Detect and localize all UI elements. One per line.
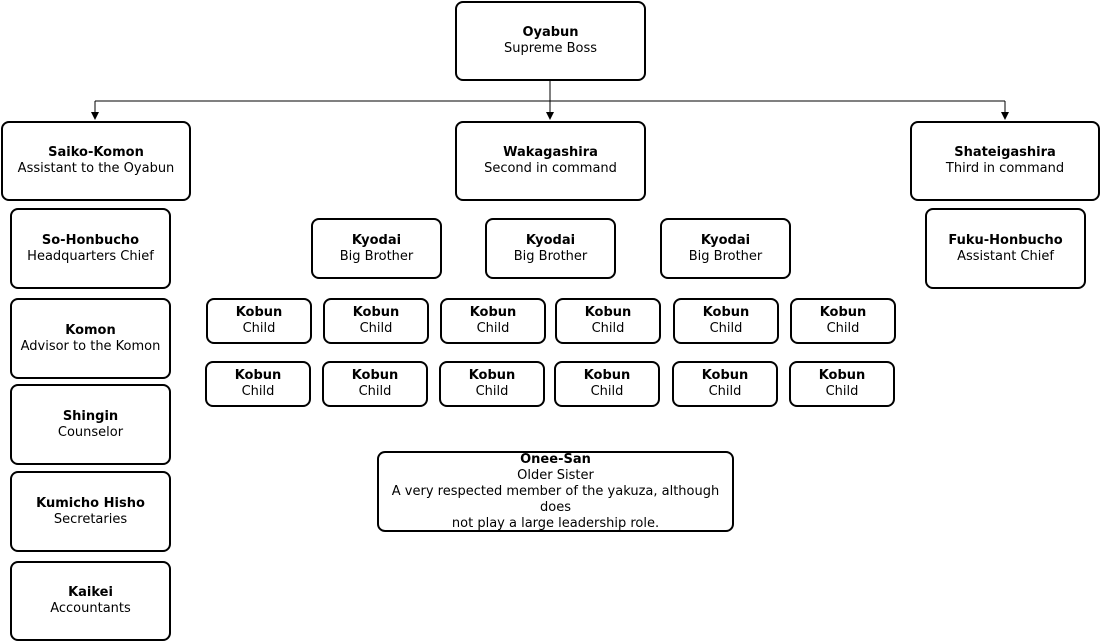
node-title: Kyodai (700, 232, 751, 248)
node-kyodai: Kyodai Big Brother (311, 218, 442, 279)
node-saiko-komon: Saiko-Komon Assistant to the Oyabun (1, 121, 191, 201)
node-title: Shingin (62, 408, 119, 424)
node-title: Saiko-Komon (48, 145, 144, 160)
node-subtitle: Headquarters Chief (27, 248, 154, 264)
node-subtitle: Child (825, 384, 859, 399)
node-kobun: Kobun Child (323, 298, 429, 344)
node-kobun: Kobun Child (322, 361, 428, 407)
node-shateigashira: Shateigashira Third in command (910, 121, 1100, 201)
node-subtitle: Big Brother (688, 248, 763, 264)
node-subtitle: Big Brother (339, 248, 414, 264)
node-subtitle: Assistant Chief (957, 248, 1054, 264)
node-subtitle: Accountants (50, 601, 131, 616)
node-title: Kobun (352, 305, 400, 320)
node-kobun: Kobun Child (790, 298, 896, 344)
node-fuku-honbucho: Fuku-Honbucho Assistant Chief (925, 208, 1086, 289)
node-kumicho-hisho: Kumicho Hisho Secretaries (10, 471, 171, 552)
node-subtitle: Child (708, 384, 742, 399)
node-kobun: Kobun Child (440, 298, 546, 344)
node-subtitle: Child (591, 321, 625, 336)
node-title: Kobun (584, 305, 632, 320)
node-title: Kyodai (525, 232, 576, 248)
node-note-line: A very respected member of the yakuza, a… (391, 483, 720, 515)
node-oyabun: Oyabun Supreme Boss (455, 1, 646, 81)
node-title: Kobun (351, 368, 399, 383)
node-subtitle: Older Sister (517, 467, 594, 483)
node-subtitle: Advisor to the Komon (20, 338, 161, 354)
node-kyodai: Kyodai Big Brother (485, 218, 616, 279)
node-subtitle: Supreme Boss (503, 41, 597, 56)
node-wakagashira: Wakagashira Second in command (455, 121, 646, 201)
node-title: Kobun (234, 368, 282, 383)
node-kobun: Kobun Child (555, 298, 661, 344)
node-kobun: Kobun Child (789, 361, 895, 407)
node-title: Kobun (583, 368, 631, 383)
node-subtitle: Child (590, 384, 624, 399)
node-subtitle: Child (826, 321, 860, 336)
node-kobun: Kobun Child (439, 361, 545, 407)
node-title: Fuku-Honbucho (948, 232, 1063, 248)
node-so-honbucho: So-Honbucho Headquarters Chief (10, 208, 171, 289)
node-kobun: Kobun Child (206, 298, 312, 344)
node-kyodai: Kyodai Big Brother (660, 218, 791, 279)
node-subtitle: Child (476, 321, 510, 336)
node-subtitle: Counselor (57, 424, 124, 440)
node-subtitle: Secretaries (53, 511, 128, 527)
node-shingin: Shingin Counselor (10, 384, 171, 465)
node-title: Kumicho Hisho (36, 495, 145, 511)
node-subtitle: Assistant to the Oyabun (17, 161, 175, 176)
node-subtitle: Child (475, 384, 509, 399)
node-title: Oyabun (522, 25, 579, 40)
node-title: Kaikei (68, 585, 113, 600)
node-title: Wakagashira (503, 145, 598, 160)
node-title: Kobun (818, 368, 866, 383)
node-subtitle: Third in command (945, 161, 1065, 176)
node-note-line: not play a large leadership role. (451, 515, 660, 531)
node-subtitle: Child (241, 384, 275, 399)
node-title: So-Honbucho (41, 232, 140, 248)
node-kobun: Kobun Child (673, 298, 779, 344)
node-title: Kobun (702, 305, 750, 320)
node-title: Kobun (235, 305, 283, 320)
node-subtitle: Big Brother (513, 248, 588, 264)
node-subtitle: Second in command (484, 161, 617, 176)
node-subtitle: Child (358, 384, 392, 399)
node-title: Kyodai (351, 232, 402, 248)
node-kobun: Kobun Child (205, 361, 311, 407)
node-title: Komon (65, 322, 116, 338)
node-subtitle: Child (709, 321, 743, 336)
node-title: Shateigashira (954, 145, 1056, 160)
node-title: Kobun (469, 305, 517, 320)
node-title: Onee-San (520, 451, 591, 467)
node-title: Kobun (468, 368, 516, 383)
node-subtitle: Child (359, 321, 393, 336)
node-kaikei: Kaikei Accountants (10, 561, 171, 641)
node-title: Kobun (819, 305, 867, 320)
node-komon: Komon Advisor to the Komon (10, 298, 171, 379)
node-title: Kobun (701, 368, 749, 383)
node-onee-san: Onee-San Older Sister A very respected m… (377, 451, 734, 532)
node-kobun: Kobun Child (554, 361, 660, 407)
node-subtitle: Child (242, 321, 276, 336)
node-kobun: Kobun Child (672, 361, 778, 407)
